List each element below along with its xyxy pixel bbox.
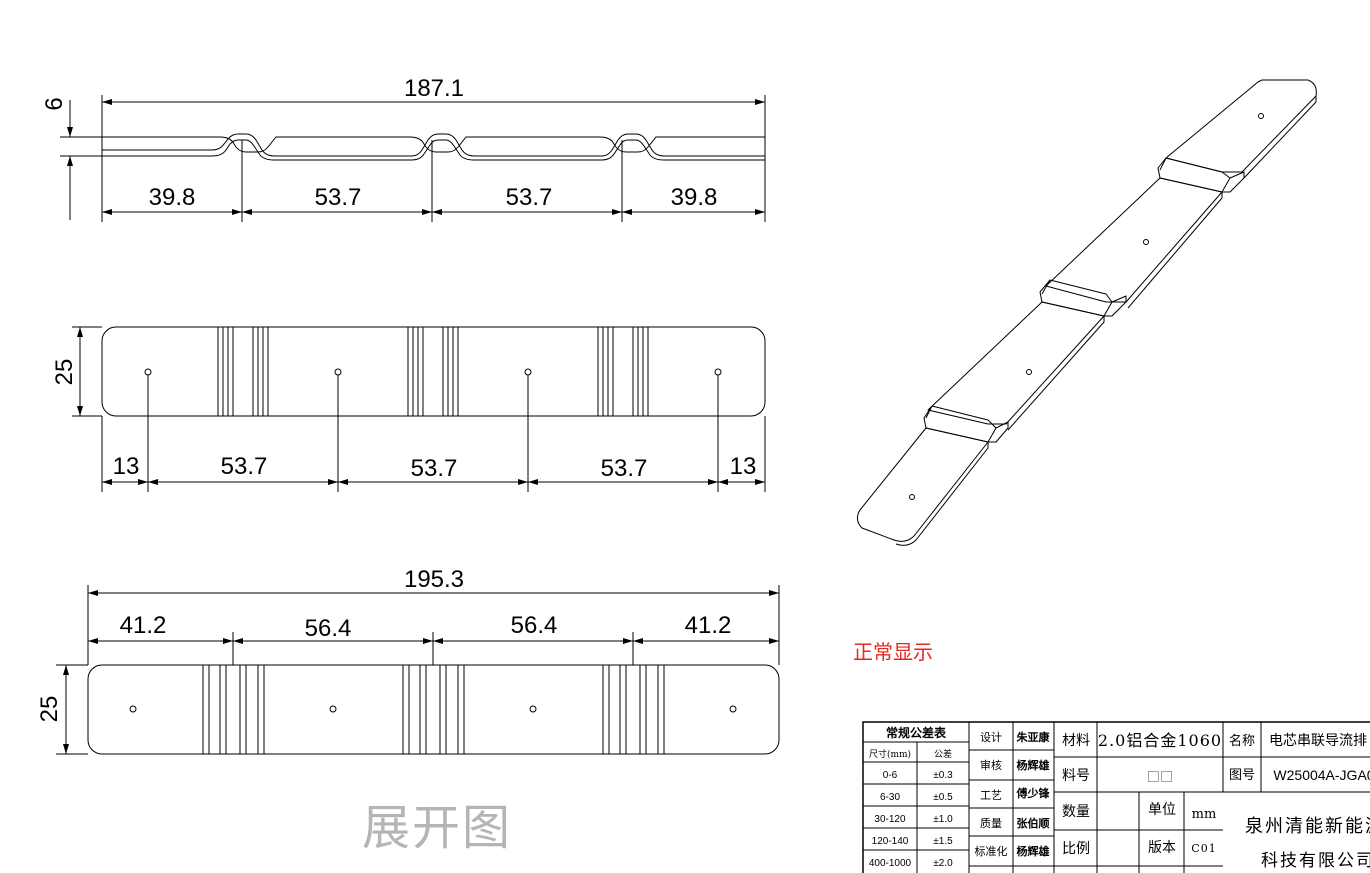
hole (1143, 239, 1149, 245)
hole (1026, 369, 1032, 375)
tolerance-range: 0-6 (883, 770, 898, 781)
tolerance-range: 400-1000 (869, 858, 912, 869)
signature-name: 朱亚康 (1016, 730, 1051, 744)
front-segment-dim-2: 53.7 (315, 184, 362, 211)
display-note: 正常显示 (853, 640, 933, 664)
signature-name: 傅少锋 (1016, 786, 1051, 800)
company-name-line2: 科技有限公司 (1261, 851, 1370, 871)
name-value: 电芯串联导流排 (1269, 733, 1367, 749)
signature-role: 标准化 (975, 844, 1008, 858)
hole (909, 494, 915, 500)
front-segment-dim-1: 39.8 (149, 184, 196, 211)
tolerance-value: ±2.0 (933, 858, 953, 869)
flat-pattern-caption: 展开图 (362, 800, 513, 856)
front-segment-dim-4: 39.8 (671, 184, 718, 211)
signature-role: 设计 (980, 731, 1002, 744)
top-width-dim: 25 (51, 359, 78, 386)
top-hole-dim-3: 53.7 (411, 455, 458, 482)
top-hole-dim-1: 13 (113, 453, 140, 480)
top-view-outline (101, 326, 766, 417)
top-hole-dim-4: 53.7 (601, 455, 648, 482)
top-view (72, 326, 766, 492)
hole (524, 368, 532, 376)
flat-segment-dim-1: 41.2 (120, 612, 167, 639)
hole (1258, 113, 1264, 119)
signature-role: 质量 (980, 817, 1002, 830)
version-label: 版本 (1148, 840, 1176, 856)
part-no-value: □□ (1147, 768, 1173, 784)
front-profile-line-upper (102, 133, 765, 157)
tolerance-header-size: 尺寸(mm) (869, 748, 911, 760)
flat-view-outline (87, 664, 780, 755)
signature-role: 审核 (980, 758, 1002, 772)
material-value: 2.0铝合金1060 (1098, 731, 1222, 750)
name-label: 名称 (1229, 733, 1255, 749)
tolerance-range: 6-30 (880, 792, 900, 803)
signature-role: 工艺 (980, 789, 1002, 802)
tolerance-header-tol: 公差 (934, 748, 952, 760)
signature-name: 张伯顺 (1017, 816, 1050, 830)
version-value: C01 (1191, 842, 1216, 855)
qty-label: 数量 (1062, 804, 1090, 820)
scale-label: 比例 (1062, 841, 1090, 857)
front-segment-dim-3: 53.7 (506, 184, 553, 211)
signature-name: 杨辉雄 (1017, 844, 1050, 858)
front-overall-dim: 187.1 (404, 75, 464, 102)
title-block-text: 常规公差表 尺寸(mm) 公差 0-6 ±0.3 6-30 ±0.5 30-12… (869, 725, 1370, 871)
part-no-label: 料号 (1062, 768, 1090, 784)
tolerance-range: 120-140 (872, 836, 909, 847)
title-block (862, 721, 1370, 873)
flat-segment-dim-3: 56.4 (511, 612, 558, 639)
hole (329, 705, 337, 713)
tolerance-range: 30-120 (874, 814, 906, 825)
top-hole-dim-2: 53.7 (221, 453, 268, 480)
company-name-line1: 泉州清能新能源 (1245, 816, 1370, 837)
front-height-dim: 6 (41, 97, 68, 110)
signature-name: 杨辉雄 (1017, 758, 1050, 772)
front-profile-line-lower (102, 137, 766, 161)
tolerance-value: ±1.5 (933, 836, 953, 847)
unit-label: 单位 (1148, 802, 1176, 818)
flat-view (56, 585, 780, 755)
flat-width-dim: 25 (36, 696, 63, 723)
flat-segment-dim-4: 41.2 (685, 612, 732, 639)
flat-overall-dim: 195.3 (404, 566, 464, 593)
tolerance-value: ±0.3 (933, 770, 953, 781)
front-view (60, 95, 766, 222)
isometric-view (856, 79, 1317, 546)
hole (729, 705, 737, 713)
tolerance-value: ±1.0 (933, 814, 953, 825)
unit-value: mm (1192, 807, 1217, 822)
hole (529, 705, 537, 713)
drawing-no-value: W25004A-JGA0 (1273, 767, 1370, 783)
hole (714, 368, 722, 376)
tolerance-title: 常规公差表 (886, 725, 947, 740)
hole (334, 368, 342, 376)
flat-segment-dim-2: 56.4 (305, 615, 352, 642)
drawing-no-label: 图号 (1229, 768, 1255, 783)
tolerance-value: ±0.5 (933, 792, 953, 803)
hole (144, 368, 152, 376)
material-label: 材料 (1062, 733, 1090, 749)
top-hole-dim-5: 13 (730, 453, 757, 480)
hole (129, 705, 137, 713)
